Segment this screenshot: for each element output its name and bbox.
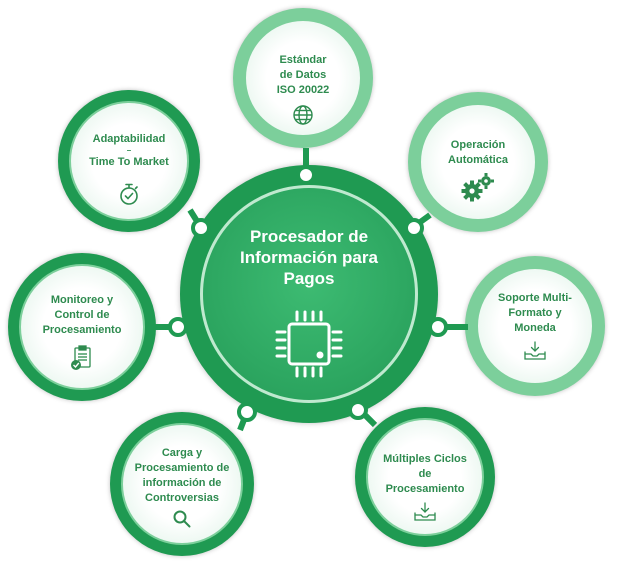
node-ciclos-line-3: Procesamiento — [385, 483, 465, 495]
connector-monitoreo-joint — [168, 317, 188, 337]
connector-carga-joint — [237, 402, 257, 422]
node-estandar-line-2: de Datos — [279, 69, 327, 81]
node-monitoreo: Monitoreo y Control de Procesamiento — [8, 253, 156, 401]
node-ciclos: Múltiples Ciclos de Procesamiento — [355, 407, 495, 547]
node-ciclos-line-2: de — [418, 468, 432, 480]
node-ciclos-inner — [366, 418, 484, 536]
inbox-download-icon — [414, 502, 436, 521]
node-estandar-line-1: Estándar — [279, 54, 327, 66]
node-monitoreo-line-2: Control de — [54, 309, 110, 321]
connector-adaptabilidad-joint — [191, 218, 211, 238]
center-hub: Procesador de Información para Pagos — [180, 165, 438, 423]
magnifier-icon — [173, 510, 191, 528]
node-carga-line-2: Procesamiento de — [134, 462, 230, 474]
connector-soporte-joint — [428, 317, 448, 337]
node-adaptabilidad-inner — [69, 101, 189, 221]
connector-ciclos-joint — [348, 400, 368, 420]
node-adaptabilidad: Adaptabilidad – Time To Market — [58, 90, 200, 232]
node-operacion-inner — [419, 103, 537, 221]
clipboard-check-icon — [71, 345, 91, 370]
node-soporte-line-3: Moneda — [514, 322, 556, 334]
node-monitoreo-inner — [19, 264, 145, 390]
node-soporte-line-1: Soporte Multi- — [498, 292, 572, 304]
node-carga: Carga y Procesamiento de información de … — [110, 412, 254, 556]
node-estandar-inner — [244, 19, 362, 137]
gears-icon — [461, 173, 494, 202]
node-adaptabilidad-line-2: – — [126, 146, 132, 155]
stopwatch-check-icon — [120, 183, 138, 205]
center-hub-inner: Procesador de Información para Pagos — [200, 185, 418, 403]
node-operacion-line-2: Automática — [448, 154, 508, 166]
center-title-line-2: Información para — [240, 248, 378, 267]
node-soporte: Soporte Multi- Formato y Moneda — [465, 256, 605, 396]
center-title: Procesador de Información para Pagos — [203, 226, 415, 289]
node-carga-line-1: Carga y — [161, 447, 203, 459]
node-carga-inner — [121, 423, 243, 545]
node-estandar-line-3: ISO 20022 — [276, 84, 330, 96]
node-adaptabilidad-line-1: Adaptabilidad — [92, 133, 166, 145]
connector-estandar-joint — [296, 165, 316, 185]
node-carga-line-4: Controversias — [145, 492, 219, 504]
inbox-download-icon — [524, 341, 546, 360]
node-carga-line-3: información de — [142, 477, 222, 489]
node-adaptabilidad-line-3: Time To Market — [89, 156, 169, 168]
node-monitoreo-line-1: Monitoreo y — [50, 294, 114, 306]
node-operacion-line-1: Operación — [450, 139, 506, 151]
node-ciclos-line-1: Múltiples Ciclos — [383, 453, 467, 465]
center-title-line-3: Pagos — [283, 269, 335, 288]
node-soporte-line-2: Formato y — [508, 307, 562, 319]
node-operacion: Operación Automática — [408, 92, 548, 232]
node-monitoreo-line-3: Procesamiento — [42, 324, 122, 336]
node-soporte-inner — [476, 267, 594, 385]
center-title-line-1: Procesador de — [249, 227, 369, 246]
chip-icon — [275, 310, 343, 378]
node-estandar: Estándar de Datos ISO 20022 — [233, 8, 373, 148]
globe-icon — [293, 105, 313, 125]
connector-operacion-joint — [404, 218, 424, 238]
